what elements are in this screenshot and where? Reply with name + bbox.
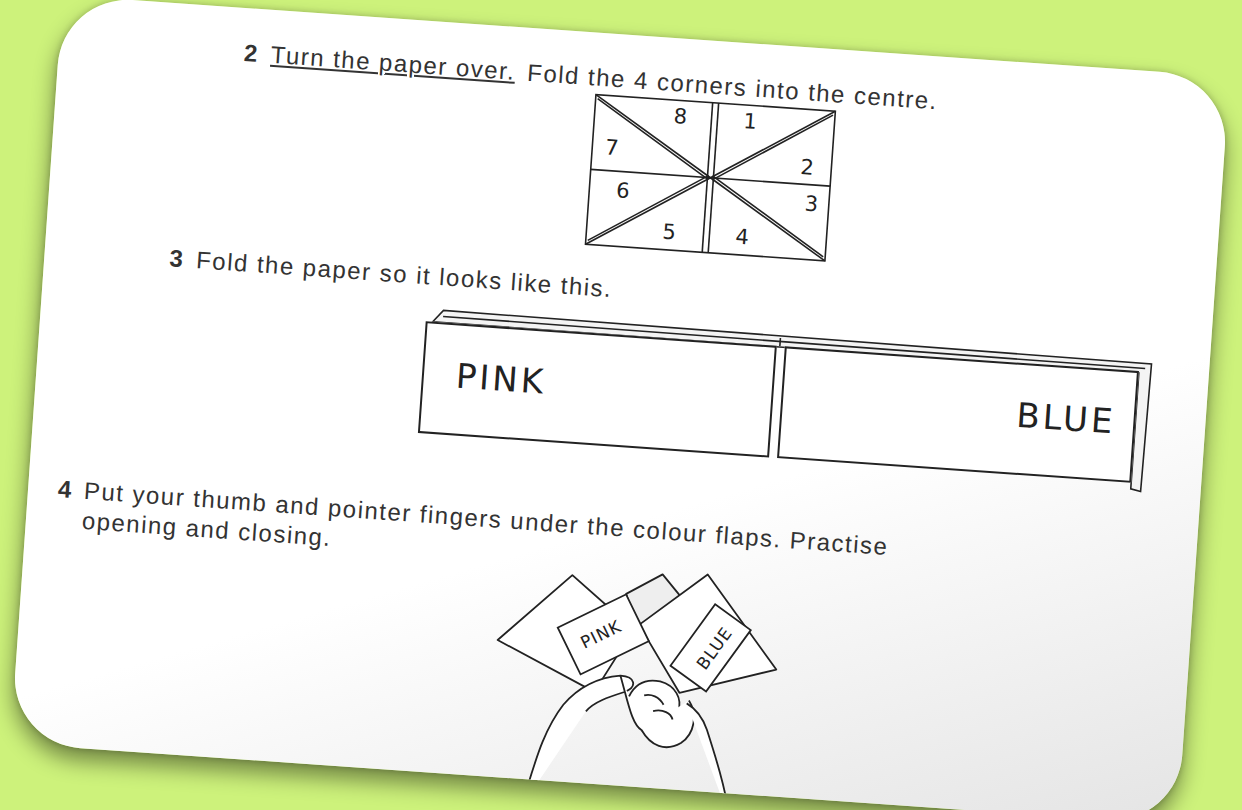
callout-number: 4 [735,227,750,249]
colour-word: BLUE [1015,395,1117,442]
step-number: 3 [169,244,186,272]
hands-fortune-teller [486,560,782,810]
folded-square [585,95,835,261]
colour-word: PINK [455,356,548,402]
colour-flap-box: PINK [418,321,777,457]
callout-number: 1 [743,111,758,133]
callout-number: 3 [804,193,819,215]
step-4-instruction: 4 Put your thumb and pointer fingers und… [55,474,983,598]
step-2-instruction: 2Turn the paper over.Fold the 4 corners … [243,38,939,116]
colour-flap-box: BLUE [777,346,1139,482]
callout-number: 7 [605,137,620,159]
step-number: 2 [243,39,260,67]
callout-number: 2 [800,157,815,179]
pink-flap [558,594,649,674]
instruction-text: Fold the paper so it looks like this. [195,246,613,302]
instruction-card: 2Turn the paper over.Fold the 4 corners … [10,0,1229,810]
instruction-text: Put your thumb and pointer fingers under… [81,476,983,599]
step-number: 4 [57,474,74,505]
step-3-instruction: 3 Fold the paper so it looks like this. [168,243,613,304]
instruction-text: Turn the paper over. [270,41,517,85]
callout-number: 6 [616,180,631,202]
blue-flap [670,604,750,691]
callout-number: 8 [673,106,688,128]
callout-number: 5 [662,222,677,244]
